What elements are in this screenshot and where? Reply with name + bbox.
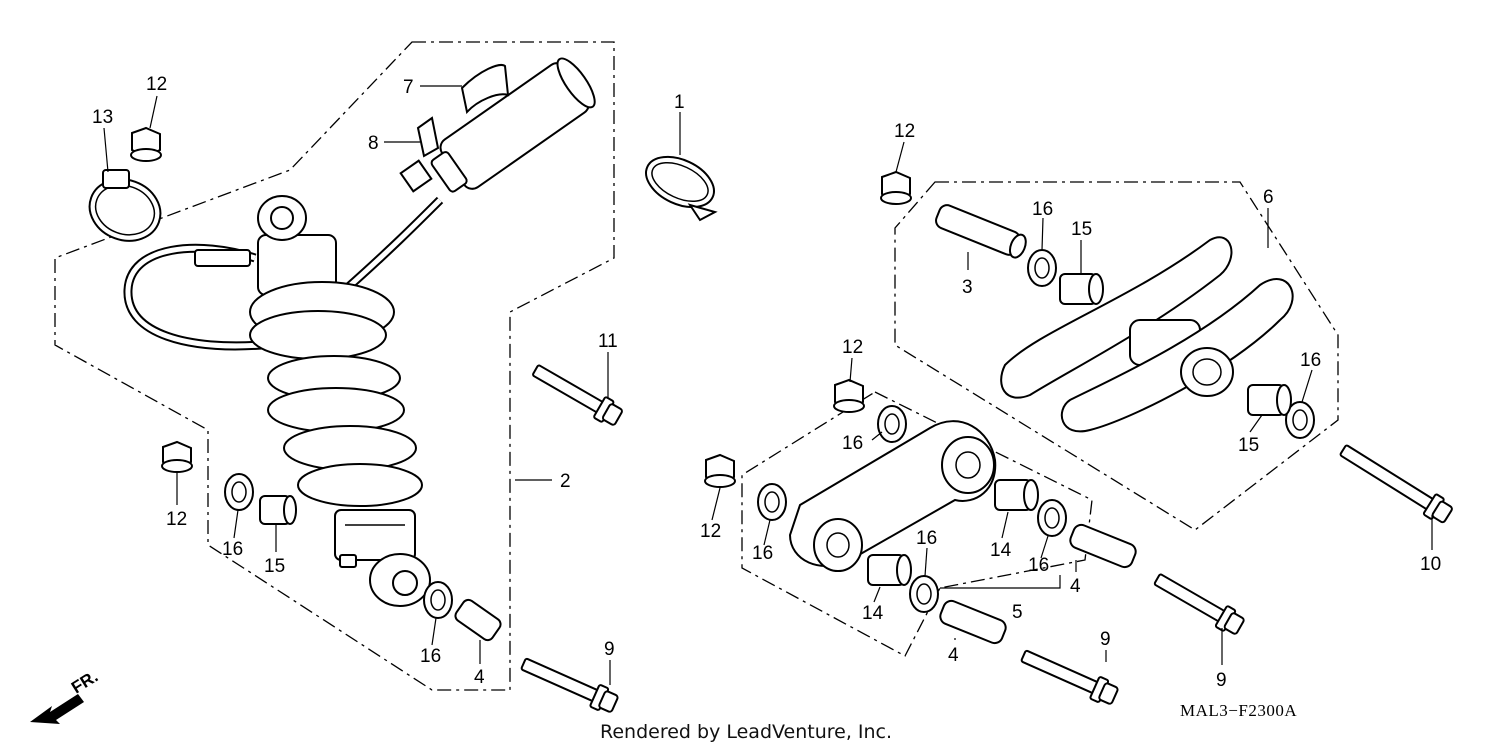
callout-1: 1 [674, 92, 685, 113]
flange-bolt-11 [532, 364, 623, 426]
callout-3: 3 [962, 277, 973, 298]
dust-seal-16 [1285, 401, 1315, 439]
leader-lines [103, 85, 1433, 685]
callout-11: 11 [598, 331, 618, 352]
needle-bearing-15 [1247, 384, 1292, 416]
flange-nut-12 [161, 440, 193, 473]
flange-bolt-9 [1153, 573, 1245, 635]
shock-link-5 [788, 420, 997, 572]
dust-seal-16 [1037, 499, 1067, 537]
flange-bolt-9 [520, 657, 619, 713]
callout-12: 12 [146, 74, 167, 95]
callout-9: 9 [1100, 629, 1111, 650]
callout-4: 4 [1070, 576, 1081, 597]
callout-6: 6 [1263, 187, 1274, 208]
callout-4: 4 [948, 645, 959, 666]
collar-4 [939, 599, 1007, 645]
flange-nut-12 [704, 453, 736, 488]
callout-2: 2 [560, 471, 571, 492]
needle-bearing-15 [259, 495, 297, 525]
collar-4 [454, 598, 502, 642]
flange-nut-12 [130, 126, 162, 162]
hose-band-1 [645, 155, 718, 222]
callout-16: 16 [842, 433, 863, 454]
dust-seal-16 [224, 473, 254, 511]
front-direction-arrow-icon: FR. [30, 667, 101, 724]
pivot-collar-3 [935, 204, 1027, 259]
callout-7: 7 [403, 77, 414, 98]
callout-16: 16 [420, 646, 441, 667]
dust-seal-16 [1027, 249, 1057, 287]
callout-9: 9 [604, 639, 615, 660]
arm-group-outline [894, 181, 1339, 531]
callout-13: 13 [92, 107, 113, 128]
callout-16: 16 [916, 528, 937, 549]
callout-12: 12 [894, 121, 915, 142]
collar-4 [1069, 523, 1137, 569]
callout-15: 15 [264, 556, 285, 577]
callout-16: 16 [1032, 199, 1053, 220]
credit-text: Rendered by LeadVenture, Inc. [600, 721, 892, 743]
flange-bolt-10 [1339, 444, 1453, 524]
dust-seal-16 [877, 405, 907, 443]
dust-seal-16 [423, 581, 453, 619]
callout-12: 12 [166, 509, 187, 530]
callout-14: 14 [862, 603, 884, 624]
flange-bolt-9 [1020, 649, 1119, 705]
hose-clamp-13 [88, 169, 162, 242]
callout-16: 16 [752, 543, 773, 564]
callout-15: 15 [1238, 435, 1259, 456]
dust-seal-16 [909, 575, 939, 613]
callout-5: 5 [1012, 602, 1023, 623]
callout-10: 10 [1420, 554, 1441, 575]
callout-16: 16 [1300, 350, 1321, 371]
callout-12: 12 [700, 521, 721, 542]
needle-bearing-14 [994, 479, 1039, 511]
needle-bearing-15 [1059, 273, 1104, 305]
flange-nut-12 [880, 170, 912, 205]
needle-bearing-14 [867, 554, 912, 586]
rear-shock-absorber [123, 57, 596, 607]
front-marker: FR. [68, 667, 101, 698]
rod-group-outline [741, 391, 1093, 657]
callout-16: 16 [222, 539, 243, 560]
callout-12: 12 [842, 337, 863, 358]
callout-14: 14 [990, 540, 1012, 561]
caution-label-7 [460, 64, 510, 115]
callout-8: 8 [368, 133, 379, 154]
callout-15: 15 [1071, 219, 1092, 240]
callout-9: 9 [1216, 670, 1227, 691]
callout-16: 16 [1028, 555, 1049, 576]
dust-seal-16 [757, 483, 787, 521]
shock-arm-6 [1000, 236, 1294, 433]
diagram-code: MAL3−F2300A [1180, 701, 1297, 720]
caution-label-8 [416, 116, 440, 158]
flange-nut-12 [833, 378, 865, 413]
callout-4: 4 [474, 667, 485, 688]
shock-group-outline [54, 41, 615, 691]
callout-labels: 1 2 3 4 4 4 5 6 7 8 9 9 9 10 11 12 12 12… [92, 74, 1441, 691]
